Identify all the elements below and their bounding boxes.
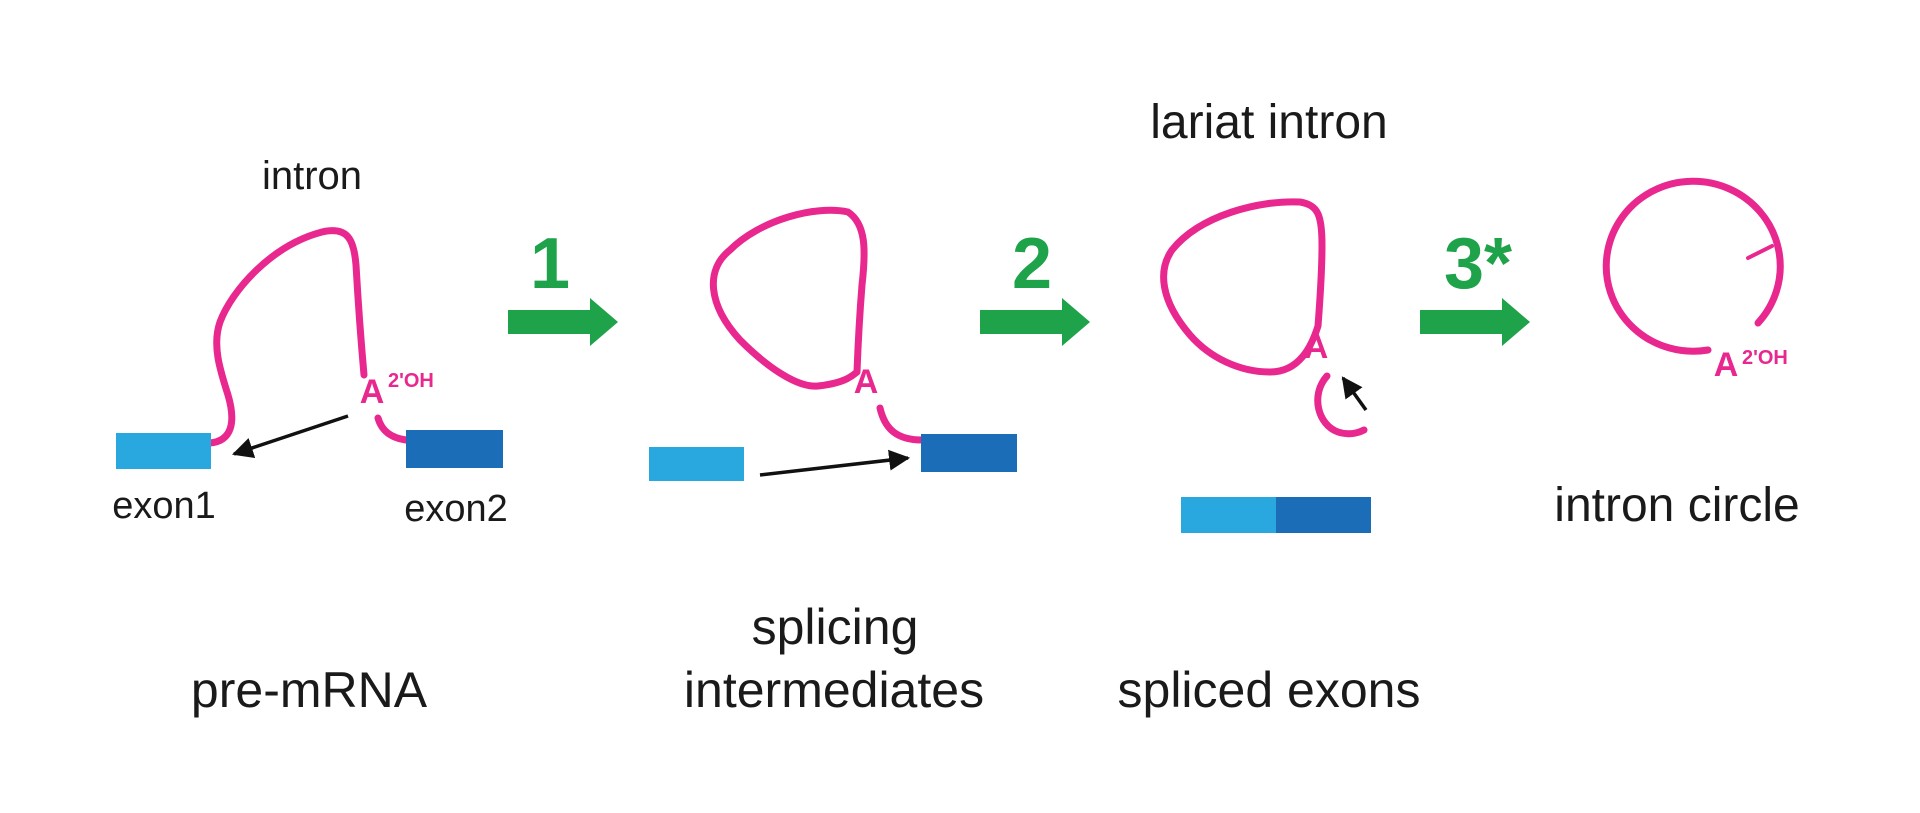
branch-point-2oh: 2'OH xyxy=(388,370,434,392)
intermediate-intron-tail xyxy=(876,404,926,444)
intron-circle-ring xyxy=(1602,177,1784,355)
lariat-tail xyxy=(1314,372,1368,438)
step-arrow-3-shape xyxy=(1420,298,1530,346)
pre-mrna-title: pre-mRNA xyxy=(191,662,428,718)
exon2-label: exon2 xyxy=(404,488,508,530)
exon2-block xyxy=(406,430,503,468)
pre-mrna-intron-loop xyxy=(206,227,368,447)
attack-arrow-1 xyxy=(232,414,349,458)
intermediates-stage: A splicing intermediates xyxy=(649,206,1017,718)
branch-point-a: A xyxy=(360,373,385,411)
circle-stage: A 2'OH intron circle xyxy=(1554,177,1800,532)
circle-junction-tick xyxy=(1746,244,1774,260)
step-arrow-2-shape xyxy=(980,298,1090,346)
intermediates-title-line2: intermediates xyxy=(684,662,984,718)
spliced-exon1-block xyxy=(1181,497,1276,533)
intermediate-exon2-block xyxy=(921,434,1017,472)
step-label-2: 2 xyxy=(1012,224,1052,304)
lariat-loop xyxy=(1160,198,1326,376)
attack-arrow-2 xyxy=(759,449,911,477)
circle-branch-2oh: 2'OH xyxy=(1742,347,1788,369)
step-label-1: 1 xyxy=(530,224,570,304)
intron-label: intron xyxy=(262,154,362,198)
intermediate-exon1-block xyxy=(649,447,744,481)
intermediate-branch-a: A xyxy=(854,363,879,401)
lariat-intron-label: lariat intron xyxy=(1150,96,1387,149)
pre-mrna-stage: intron A 2'OH exon1 exon2 pre-mRNA xyxy=(112,154,508,718)
intermediates-title-line1: splicing xyxy=(752,599,919,655)
pre-mrna-intron-tail xyxy=(374,414,410,444)
step-arrow-1-shape xyxy=(508,298,618,346)
products-stage: lariat intron A spliced exons xyxy=(1118,96,1421,718)
step-label-3: 3* xyxy=(1444,224,1512,304)
intron-circle-title: intron circle xyxy=(1554,479,1799,532)
exon1-label: exon1 xyxy=(112,485,216,527)
spliced-exon2-block xyxy=(1276,497,1371,533)
intermediate-intron-loop xyxy=(709,206,868,390)
spliced-exons-title: spliced exons xyxy=(1118,662,1421,718)
step-arrow-1: 1 xyxy=(508,224,618,346)
circle-branch-a: A xyxy=(1714,346,1739,384)
lariat-branch-a: A xyxy=(1304,328,1329,366)
step-arrow-3: 3* xyxy=(1420,224,1530,346)
step-arrow-2: 2 xyxy=(980,224,1090,346)
exon1-block xyxy=(116,433,211,469)
attack-arrow-3 xyxy=(1341,376,1368,412)
